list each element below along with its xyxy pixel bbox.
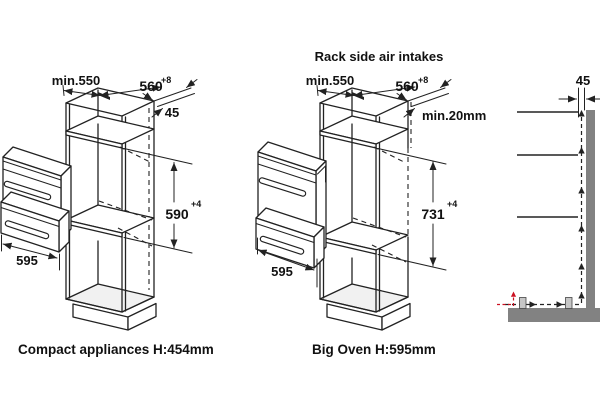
niche-shelf-surface	[65, 204, 155, 234]
cabinet-bottom-edges	[319, 296, 409, 313]
drawer-front-face	[0, 201, 60, 253]
oven-panel-lines	[2, 160, 62, 189]
caption-left: Compact appliances H:454mm	[18, 342, 214, 357]
plinth-side	[381, 302, 411, 331]
rear-gap-arrow-upper	[186, 79, 198, 88]
big-oven-diagram: Rack side air intakes min.550 560 +8 min…	[255, 49, 486, 357]
dimensions-left	[1, 79, 198, 271]
wall-gap-label: 45	[576, 73, 590, 88]
middle-title: Rack side air intakes	[315, 49, 444, 64]
corner-arrow	[396, 92, 407, 101]
labels-left: min.550 560 +8 45 590 +4 595 Compact app…	[16, 73, 214, 357]
up-arrow-icon	[578, 225, 585, 232]
hidden-edge-dashes	[98, 146, 153, 247]
air-intake-red-dashed	[497, 295, 515, 306]
floor-base	[508, 308, 600, 322]
width-dim-line	[63, 88, 101, 98]
rear-gap-arrow-lower	[403, 108, 415, 118]
width-label: min.550	[52, 73, 100, 88]
appliance-width-label: 595	[16, 253, 38, 268]
up-arrow-icon	[578, 263, 585, 270]
niche-ext-lines	[123, 148, 193, 254]
drawer-lip-line	[0, 207, 60, 227]
depth-label: 560	[139, 78, 163, 94]
labels-middle: Rack side air intakes min.550 560 +8 min…	[271, 49, 486, 357]
niche-shelf-surface	[319, 221, 409, 251]
drawer-lip-line	[255, 223, 315, 243]
oven-side-notch	[317, 164, 326, 183]
rear-gap-lines	[153, 87, 195, 107]
dimensions-middle	[257, 79, 452, 288]
plinth-side	[127, 302, 157, 331]
niche-tolerance: +4	[191, 199, 201, 209]
depth-dim-line	[99, 84, 162, 98]
rear-gap-label: 45	[165, 105, 179, 120]
niche-height-label: 731	[421, 206, 445, 222]
airflow-up-arrows	[578, 110, 585, 299]
top-shelf-surface	[65, 115, 155, 145]
shelf-section-lines	[517, 111, 578, 218]
cabinet-bottom-edges	[65, 296, 155, 313]
appliance-width-label: 595	[271, 264, 293, 279]
drawer-handle-face	[5, 221, 49, 239]
appliance-width-ext-lines	[1, 234, 60, 271]
oven-handle-face	[4, 181, 51, 200]
depth-tolerance: +8	[418, 75, 428, 85]
wall-gap-dimension: 45	[558, 73, 600, 118]
air-intake-red-arrow-icon	[510, 291, 517, 297]
width-dim-line	[317, 88, 355, 98]
right-arrow-icon	[556, 301, 563, 308]
niche-tolerance: +4	[447, 199, 457, 209]
cabinet-middle	[319, 87, 412, 331]
oven-handle-face	[259, 178, 306, 196]
depth-tolerance: +8	[161, 75, 171, 85]
right-arrow-icon	[529, 301, 536, 308]
compact-appliance-diagram: min.550 560 +8 45 590 +4 595 Compact app…	[0, 73, 214, 357]
rear-gap-label: min.20mm	[422, 108, 486, 123]
cabinet-foot	[519, 297, 527, 309]
appliance-width-dim-line	[257, 249, 315, 271]
niche-ext-lines	[377, 148, 447, 271]
oven-panel-lines	[257, 155, 317, 184]
depth-label: 560	[395, 78, 419, 94]
rear-gap-arrow-upper	[440, 79, 452, 88]
up-arrow-icon	[578, 110, 585, 117]
appliance-width-ext-lines	[257, 237, 318, 288]
airflow-right-arrows	[529, 301, 563, 308]
rear-gap-lines	[407, 87, 449, 107]
top-shelf-surface	[319, 115, 409, 145]
appliance-width-dim-line	[2, 242, 58, 260]
rear-gap-arrow-lower	[151, 108, 163, 118]
up-arrow-icon	[578, 187, 585, 194]
gap-ext-lines	[578, 87, 585, 118]
depth-dim-line	[353, 84, 416, 98]
niche-height-label: 590	[165, 206, 189, 222]
cabinet-left	[65, 87, 157, 331]
drawer-handle-face	[260, 236, 304, 254]
warming-drawer	[0, 191, 70, 253]
width-label: min.550	[306, 73, 354, 88]
up-arrow-icon	[578, 292, 585, 299]
cabinet-foot	[565, 297, 573, 309]
corner-arrow	[142, 92, 153, 101]
caption-middle: Big Oven H:595mm	[312, 342, 436, 357]
wall	[586, 110, 595, 308]
airflow-side-view-diagram: 45	[497, 73, 600, 322]
up-arrow-icon	[578, 147, 585, 154]
